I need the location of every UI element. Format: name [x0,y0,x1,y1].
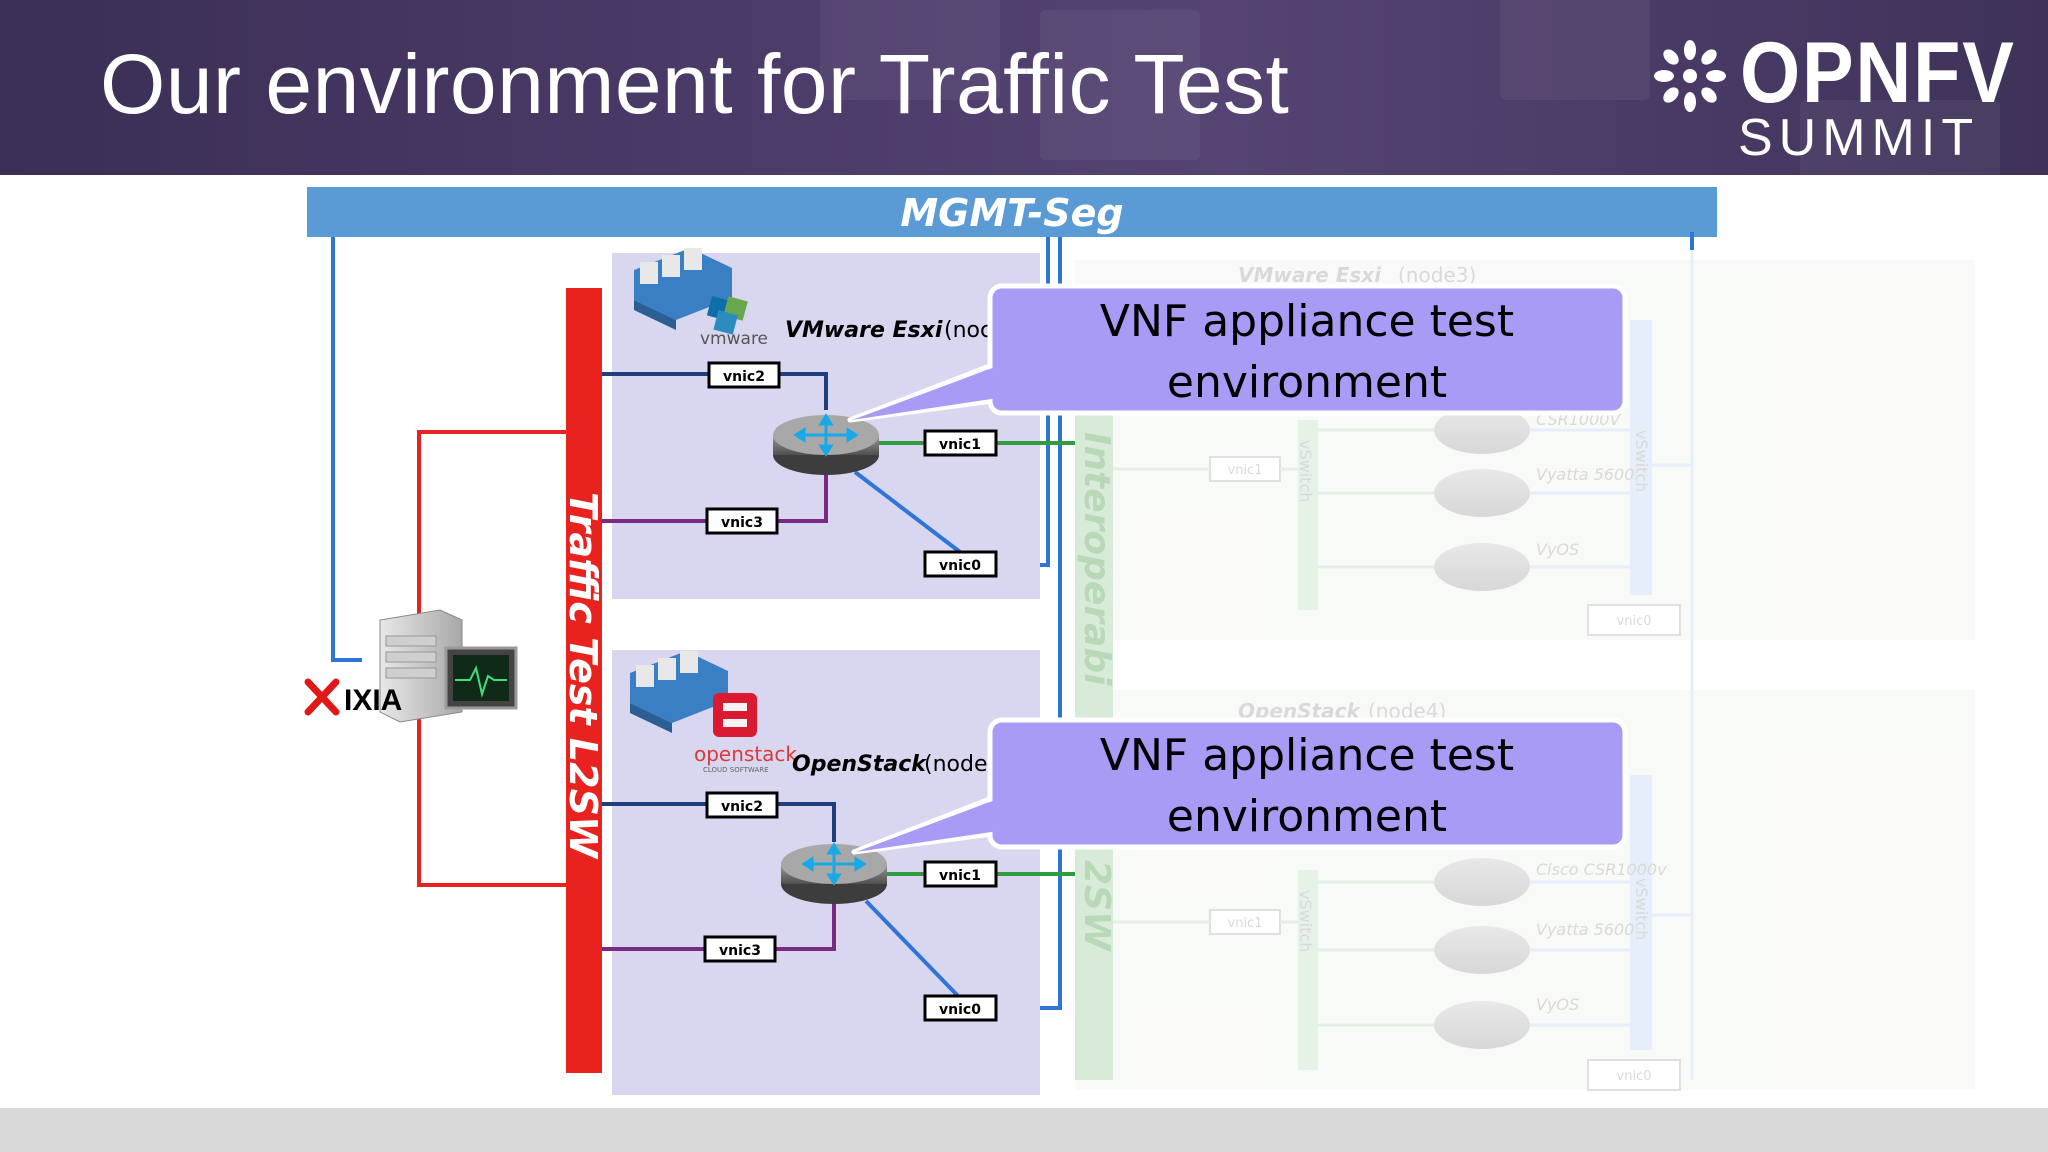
faded-routers [1434,406,1530,1049]
faded-vnic1-label: vnic1 [1228,463,1263,478]
faded-router-label: Vyatta 5600 [1536,465,1634,484]
faded-vswitch-bottom [1298,870,1318,1070]
faded-vswitch-label: vSwitch [1632,430,1651,492]
traffic-test-l2sw-bar [566,288,602,1073]
opnfv-summit-logo: OPNFV SUMMIT [1650,30,2014,167]
vnic2-label: vnic2 [721,799,763,815]
faded-vnic1-box [1209,456,1281,482]
vmware-node-label: VMware Esxi [785,318,943,343]
logo-word: OPNFV [1740,25,2016,121]
faded-vnic0-box [1587,604,1681,636]
faded-router-label: Vyatta 5600 [1536,920,1634,939]
callout-bottom: VNF appliance test environment [851,717,1628,855]
faded-vnic1-label: vnic1 [1228,916,1263,931]
vnic0-box [923,994,998,1022]
ixia-tester: IXIA [304,609,518,723]
openstack-host: openstack CLOUD SOFTWARE OpenStack (node… [602,651,1075,1022]
faded-vnic0-box [1587,1059,1681,1091]
monitor-icon [444,646,518,710]
vmware-node-suffix: (noc [944,318,992,343]
vnic3-label: vnic3 [719,943,761,959]
mgmt-seg-bar [307,187,1717,237]
faded-vnic1-box [1209,909,1281,935]
vnic1-label: vnic1 [939,868,981,884]
ixia-links [417,430,566,887]
faded-vswitch-top [1298,420,1318,610]
slide-title: Our environment for Traffic Test [100,37,1290,131]
vmware-esx-icon [634,248,748,335]
vnic0-label: vnic0 [939,558,981,574]
faded-vnic0-label: vnic0 [1617,614,1652,629]
faded-vswitch-right-top [1630,320,1652,595]
vnic0-router-link [864,899,960,998]
router-icon [781,842,887,904]
vnic3-box [703,935,777,963]
openstack-esx-icon [630,651,757,737]
openstack-brand-sub: CLOUD SOFTWARE [703,766,769,774]
openstack-brand: openstack [694,742,797,766]
header-texture [1040,10,1200,160]
vnic1-box [923,429,998,457]
vnic2-box [707,361,781,389]
vnic0-box [923,550,998,578]
ixia-label: IXIA [344,684,402,717]
openstack-node-suffix: (node [924,752,988,777]
openstack-node-label: OpenStack [792,752,927,777]
faded-vswitch-right-bottom [1630,775,1652,1050]
interop-l2sw-label: Interoperabi [1076,432,1117,686]
faded-router-label: VyOS [1536,995,1579,1014]
faded-top-title: VMware Esxi [1238,263,1382,287]
logo-subtitle: SUMMIT [1738,109,1980,167]
traffic-test-l2sw-label: Traffic Test L2SW [561,492,605,860]
slide-footer-bar [0,1108,2048,1152]
faded-router-label: Cisco CSR1000v [1536,860,1667,879]
vnic2-label: vnic2 [723,369,765,385]
callout-text-line1: VNF appliance test [1100,296,1514,347]
faded-vswitch-label: vSwitch [1296,890,1315,952]
interop-l2sw-suffix: 2SW [1076,860,1117,953]
faded-vnic0-label: vnic0 [1617,1069,1652,1084]
header-texture [1500,0,1650,100]
callout-text-line1: VNF appliance test [1100,730,1514,781]
faded-router-label: VyOS [1536,540,1579,559]
vnic3-router-link [777,470,828,523]
vnic3-label: vnic3 [721,515,763,531]
vnic1-box [923,860,998,888]
faded-top-title-suffix: (node3) [1398,263,1476,287]
header-texture [1800,100,2000,175]
callout-text-line2: environment [1167,791,1447,842]
vnic2-router-link [779,372,828,410]
faded-vswitch-label: vSwitch [1296,440,1315,502]
vnic3-box [705,507,779,535]
network-diagram: VMware Esxi (node3) OpenStack (node4) vS… [304,187,1717,1095]
vnic1-label: vnic1 [939,437,981,453]
faded-links [1113,428,1434,1027]
vnic0-router-link [853,470,962,554]
slide-header: Our environment for Traffic Test OPNFV S… [0,0,2048,175]
vnic2-box [705,791,779,819]
faded-links-blue [1530,240,1694,1080]
flower-icon [1654,40,1726,112]
vnic3-router-link [775,900,836,951]
vmware-brand: vmware [700,329,768,349]
vnic0-label: vnic0 [939,1002,981,1018]
mgmt-seg-label: MGMT-Seg [900,191,1123,235]
header-texture [820,0,1000,100]
callout-top: VNF appliance test environment [847,283,1628,423]
faded-vswitch-label: vSwitch [1632,878,1651,940]
vmware-host: vmware VMware Esxi (noc vnic2 vnic3 vnic [602,248,1075,578]
callout-text-line2: environment [1167,357,1447,408]
ixia-x-icon [304,678,340,716]
vnic2-router-link [777,802,836,842]
router-icon [773,413,879,475]
